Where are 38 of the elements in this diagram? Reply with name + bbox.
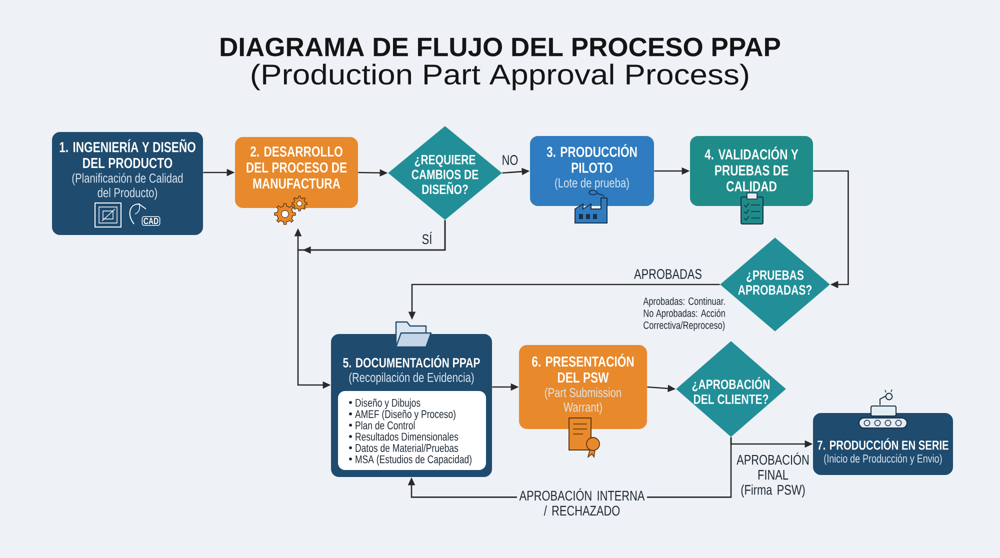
step-title: 2. DESARROLLO DEL PROCESO DE MANUFACTURA [246, 146, 347, 189]
process-box [690, 136, 813, 206]
process-box [235, 137, 358, 208]
list-item: Diseño y Dibujos [356, 398, 420, 409]
list-item: MSA (Estudios de Capacidad) [356, 455, 472, 466]
step-title: 5. DOCUMENTACIÓN PPAP [343, 355, 480, 368]
process-box [52, 132, 203, 235]
step-title: 4. VALIDACIÓN Y PRUEBAS DE CALIDAD [704, 146, 798, 192]
step-title: 6. PRESENTACIÓN DEL PSW [532, 354, 634, 383]
step-title: 3. PRODUCCIÓN PILOTO [546, 144, 637, 173]
list-item: Plan de Control [356, 421, 415, 430]
title: DIAGRAMA DE FLUJO DEL PROCESO PPAP [220, 38, 780, 56]
step-subtitle: (Planificación de Calidad del Producto) [72, 173, 183, 200]
edge-label: NO [500, 154, 520, 166]
question-text: ¿REQUIERE CAMBIOS DE DISEÑO? [412, 154, 478, 194]
list-item: Resultados Dimensionales [356, 432, 458, 441]
step-subtitle: (Recopilación de Evidencia) [349, 372, 474, 385]
list-panel [338, 391, 486, 470]
edge-label: APROBACIÓN FINAL (Firma PSW) [734, 450, 812, 500]
process-box [530, 136, 654, 206]
list-item: AMEF (Diseño y Proceso) [355, 410, 456, 420]
question-text: ¿APROBACIÓN DEL CLIENTE? [692, 377, 770, 404]
step-subtitle: (Lote de prueba) [555, 178, 629, 190]
process-box [519, 345, 647, 429]
subtitle: (Production Part Approval Process) [252, 64, 748, 90]
edge-label: APROBACIÓN INTERNA / RECHAZADO [517, 486, 647, 518]
step-title: 7. PRODUCCIÓN EN SERIE [818, 438, 948, 450]
list-item: Datos de Material/Pruebas [356, 444, 458, 452]
question-text: ¿PRUEBAS APROBADAS? [738, 270, 812, 295]
step-subtitle: (Part Submission Warrant) [545, 388, 621, 414]
arrow [813, 170, 849, 288]
decision-diamond [388, 126, 502, 220]
edge-label: APROBADAS [632, 268, 704, 280]
process-box [813, 413, 953, 475]
step-subtitle: (Inicio de Producción y Envio) [824, 454, 942, 465]
decision-diamond [676, 341, 786, 437]
note-text: Aprobadas: Continuar. No Aprobadas: Acción Correctiva/Reproceso) [643, 297, 725, 331]
step-title: 1. INGENIERÍA Y DISEÑO DEL PRODUCTO [60, 139, 196, 168]
